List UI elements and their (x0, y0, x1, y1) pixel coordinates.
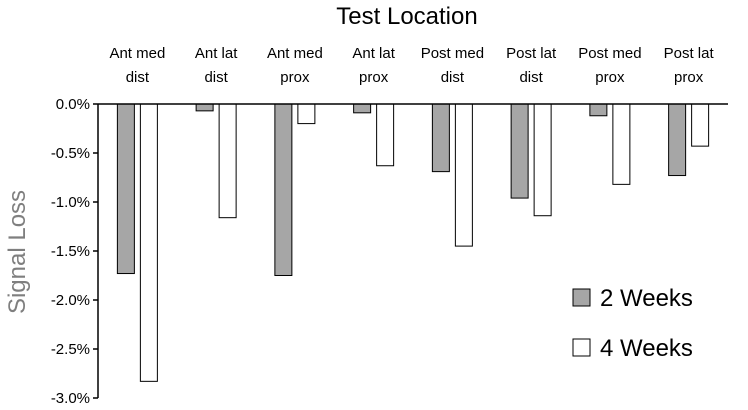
bar-4-weeks (297, 103, 316, 125)
bar-2-weeks (274, 103, 293, 276)
bar-2-weeks (431, 103, 450, 173)
category-label: dist (441, 69, 465, 86)
bar-2-weeks (195, 103, 214, 112)
category-label: prox (595, 69, 625, 86)
y-axis-ticks: 0.0% -0.5% -1.0% -1.5% -2.0% -2.5% -3.0% (51, 96, 98, 407)
y-tick-label: -1.0% (51, 194, 90, 211)
legend-label-2-weeks: 2 Weeks (600, 285, 693, 312)
y-tick-label: -2.5% (51, 341, 90, 358)
legend-swatch-4-weeks (572, 338, 591, 357)
legend-label-4-weeks: 4 Weeks (600, 335, 693, 362)
bar-4-weeks (533, 103, 552, 217)
bar-4-weeks (139, 103, 158, 382)
y-tick-label: -1.5% (51, 243, 90, 260)
bar-4-weeks (691, 103, 710, 147)
category-label: prox (674, 69, 704, 86)
bar-2-weeks (589, 103, 608, 117)
bar-2-weeks (668, 103, 687, 177)
category-label: Ant lat (352, 45, 395, 62)
category-label: prox (359, 69, 389, 86)
category-labels: Ant med dist Ant lat dist Ant med prox Ant lat… (109, 45, 714, 86)
bar-4-weeks (218, 103, 237, 219)
category-label: Post med (578, 45, 641, 62)
bar-4-weeks (454, 103, 473, 247)
y-axis-label: Signal Loss (4, 190, 31, 314)
y-tick-label: -0.5% (51, 145, 90, 162)
bar-2-weeks (353, 103, 372, 114)
y-tick-label: -3.0% (51, 390, 90, 407)
category-label: Post lat (664, 45, 715, 62)
y-tick-label: -2.0% (51, 292, 90, 309)
legend: 2 Weeks 4 Weeks (572, 285, 693, 362)
bar-4-weeks (612, 103, 631, 185)
bar-2-weeks (510, 103, 529, 199)
category-label: dist (519, 69, 543, 86)
y-tick-label: 0.0% (56, 96, 90, 113)
category-label: dist (204, 69, 228, 86)
legend-swatch-2-weeks (572, 288, 591, 307)
category-label: Ant lat (195, 45, 238, 62)
category-label: prox (280, 69, 310, 86)
category-label: dist (126, 69, 150, 86)
bar-2-weeks (116, 103, 135, 275)
bar-4-weeks (376, 103, 395, 167)
category-label: Ant med (109, 45, 165, 62)
chart-title: Test Location (336, 3, 477, 30)
category-label: Post lat (506, 45, 557, 62)
category-label: Post med (421, 45, 484, 62)
category-label: Ant med (267, 45, 323, 62)
